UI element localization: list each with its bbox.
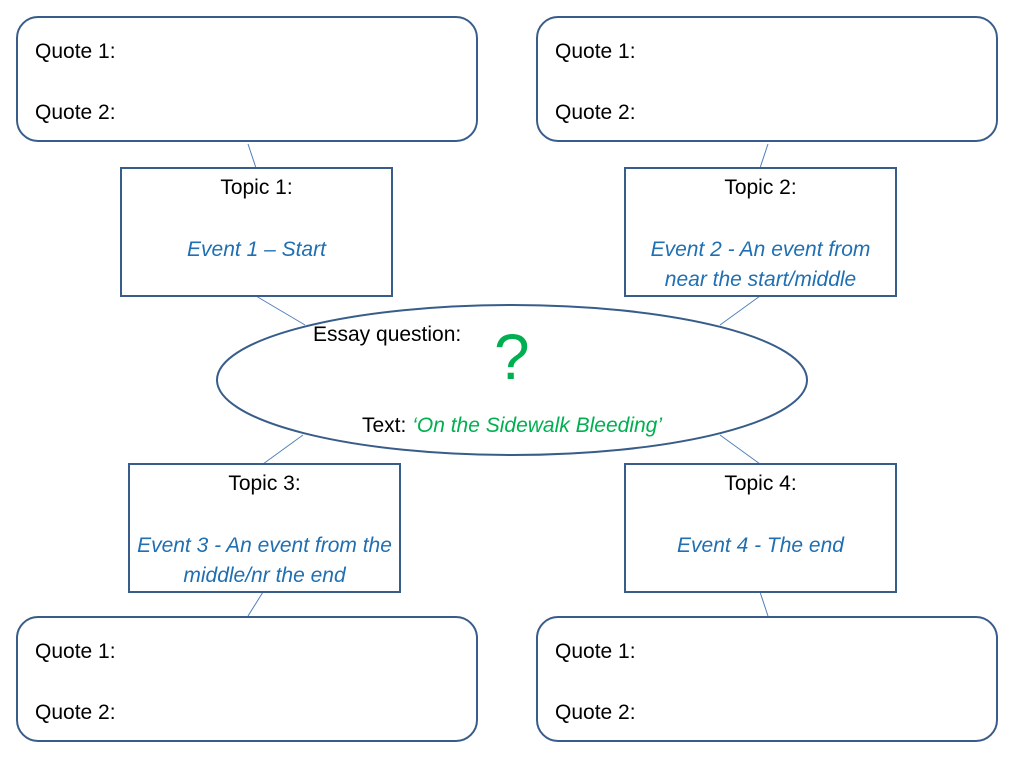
connector-essay-topic3 bbox=[262, 434, 304, 465]
topic-event: Event 2 - An event from near the start/m… bbox=[650, 238, 871, 291]
text-title: ‘On the Sidewalk Bleeding’ bbox=[412, 414, 663, 437]
quote-1-label: Quote 1: bbox=[35, 40, 116, 63]
text-line: Text: ‘On the Sidewalk Bleeding’ bbox=[215, 413, 809, 439]
text-label: Text: bbox=[361, 414, 407, 437]
topic-title: Topic 4: bbox=[724, 472, 797, 495]
connector-topic4-quote4 bbox=[759, 591, 769, 617]
connector-quote1-topic1 bbox=[247, 143, 257, 169]
ellipse-shape bbox=[216, 304, 808, 456]
topic-box-2: Topic 2: Event 2 - An event from near th… bbox=[624, 167, 897, 297]
connector-quote2-topic2 bbox=[759, 143, 769, 169]
topic-event: Event 1 – Start bbox=[187, 238, 326, 261]
connector-essay-topic4 bbox=[719, 434, 761, 465]
connector-topic2-essay bbox=[719, 295, 761, 326]
connector-topic3-quote3 bbox=[247, 591, 264, 617]
topic-title: Topic 2: bbox=[724, 176, 797, 199]
quote-2-label: Quote 2: bbox=[555, 101, 636, 124]
topic-event: Event 4 - The end bbox=[677, 534, 844, 557]
topic-box-1: Topic 1: Event 1 – Start bbox=[120, 167, 393, 297]
quote-1-label: Quote 1: bbox=[35, 640, 116, 663]
essay-question-label: Essay question: bbox=[313, 323, 462, 346]
topic-title: Topic 1: bbox=[220, 176, 293, 199]
quote-1-label: Quote 1: bbox=[555, 640, 636, 663]
quote-box-bottom-left: Quote 1: Quote 2: bbox=[16, 616, 478, 742]
quote-box-top-left: Quote 1: Quote 2: bbox=[16, 16, 478, 142]
quote-box-top-right: Quote 1: Quote 2: bbox=[536, 16, 998, 142]
quote-2-label: Quote 2: bbox=[35, 701, 116, 724]
connector-topic1-essay bbox=[255, 295, 306, 326]
topic-box-4: Topic 4: Event 4 - The end bbox=[624, 463, 897, 593]
topic-box-3: Topic 3: Event 3 - An event from the mid… bbox=[128, 463, 401, 593]
quote-2-label: Quote 2: bbox=[555, 701, 636, 724]
question-mark-icon: ? bbox=[494, 321, 530, 393]
quote-2-label: Quote 2: bbox=[35, 101, 116, 124]
topic-event: Event 3 - An event from the middle/nr th… bbox=[137, 534, 392, 587]
quote-box-bottom-right: Quote 1: Quote 2: bbox=[536, 616, 998, 742]
essay-question-ellipse: Essay question: ? Text: ‘On the Sidewalk… bbox=[215, 303, 809, 457]
quote-1-label: Quote 1: bbox=[555, 40, 636, 63]
topic-title: Topic 3: bbox=[228, 472, 301, 495]
